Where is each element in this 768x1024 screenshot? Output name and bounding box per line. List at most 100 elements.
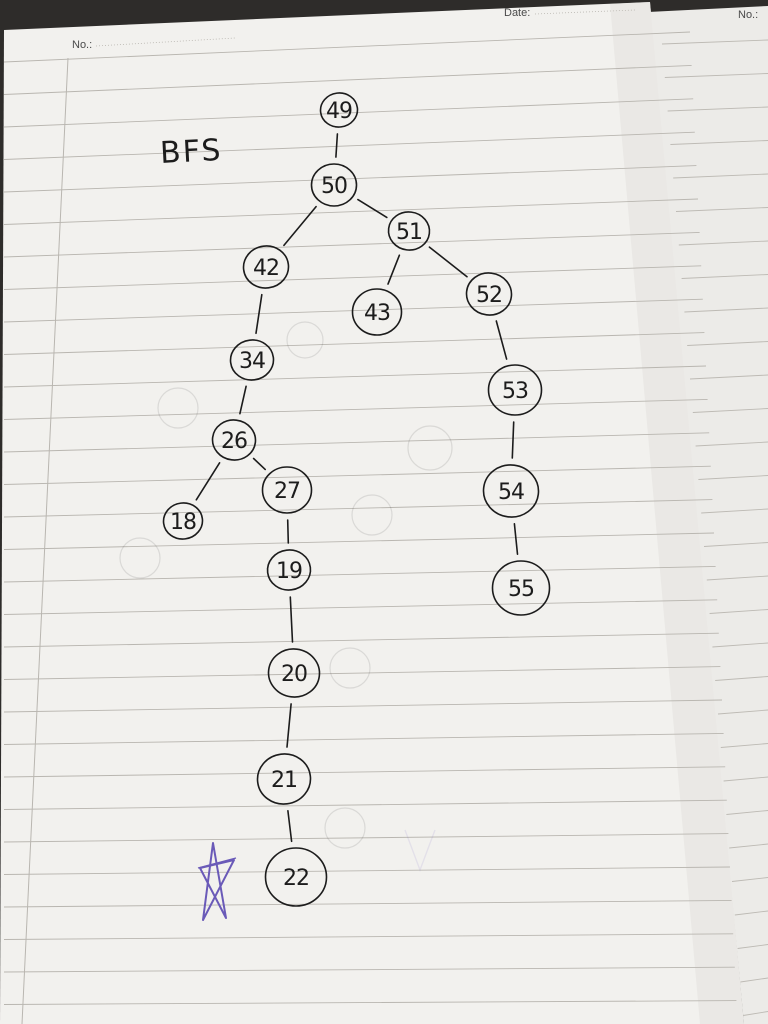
node-label: 34 bbox=[239, 349, 265, 374]
node-circle bbox=[351, 288, 403, 336]
node-circle bbox=[487, 364, 543, 416]
ruled-line bbox=[3, 632, 719, 648]
edge-27-19 bbox=[286, 519, 290, 544]
ruled-line bbox=[737, 944, 768, 949]
ruled-line bbox=[3, 165, 697, 193]
ruled-line bbox=[726, 810, 768, 815]
ruled-line bbox=[678, 240, 768, 246]
ruled-line bbox=[3, 365, 707, 388]
node-label: 18 bbox=[170, 510, 196, 535]
node-20: 20 bbox=[267, 648, 321, 698]
ruled-line bbox=[709, 609, 768, 614]
right-page-lines bbox=[661, 39, 768, 1016]
edge-50-42 bbox=[283, 205, 317, 247]
node-34: 34 bbox=[229, 339, 275, 381]
ruled-line bbox=[712, 642, 768, 648]
node-circle bbox=[256, 753, 312, 805]
ruled-line bbox=[3, 499, 713, 518]
node-circle bbox=[211, 419, 257, 461]
node-label: 50 bbox=[321, 174, 347, 199]
node-22: 22 bbox=[264, 847, 328, 907]
ruled-line bbox=[3, 799, 727, 810]
edge-21-22 bbox=[287, 809, 293, 843]
edge-34-26 bbox=[239, 385, 247, 415]
ruled-line bbox=[3, 64, 692, 95]
ruled-line bbox=[3, 899, 732, 908]
node-50: 50 bbox=[310, 163, 358, 207]
ruled-line bbox=[3, 866, 731, 875]
ruled-line bbox=[720, 743, 768, 748]
node-circle bbox=[261, 466, 313, 514]
ruled-line bbox=[3, 732, 724, 745]
node-label: 43 bbox=[364, 301, 390, 326]
ruled-line bbox=[664, 73, 768, 78]
node-55: 55 bbox=[491, 560, 551, 616]
node-label: 42 bbox=[253, 256, 279, 281]
ruled-line bbox=[661, 39, 768, 45]
ruled-line bbox=[3, 699, 723, 713]
ruled-line bbox=[3, 666, 721, 680]
node-label: 22 bbox=[283, 866, 309, 891]
gutter-shadow bbox=[610, 2, 744, 1024]
node-42: 42 bbox=[242, 245, 290, 289]
ruled-line bbox=[717, 709, 768, 715]
node-52: 52 bbox=[465, 272, 513, 316]
ruled-line bbox=[731, 877, 768, 882]
ruled-line bbox=[698, 475, 768, 480]
margin-line bbox=[21, 57, 69, 1024]
ruled-line bbox=[734, 910, 768, 916]
node-27: 27 bbox=[261, 466, 313, 514]
left-no-label: No.: bbox=[72, 39, 92, 51]
node-circle bbox=[482, 464, 540, 518]
ruled-line bbox=[3, 933, 734, 940]
ruled-line bbox=[715, 676, 768, 681]
node-26: 26 bbox=[211, 419, 257, 461]
node-label: 19 bbox=[276, 559, 302, 584]
ruled-line bbox=[692, 408, 768, 413]
node-circle bbox=[465, 272, 513, 316]
node-19: 19 bbox=[266, 549, 312, 591]
ruled-line bbox=[3, 31, 691, 63]
node-circle bbox=[267, 648, 321, 698]
edge-26-27 bbox=[252, 457, 267, 471]
ruled-line bbox=[3, 98, 694, 128]
ruled-line bbox=[3, 1000, 737, 1005]
ruled-line bbox=[673, 173, 768, 179]
ruled-line bbox=[3, 833, 729, 843]
ruled-line bbox=[3, 131, 695, 160]
edges bbox=[195, 133, 519, 843]
ruled-line bbox=[729, 843, 768, 849]
node-label: 51 bbox=[396, 220, 422, 245]
edge-52-53 bbox=[495, 320, 508, 360]
node-label: 26 bbox=[221, 429, 247, 454]
ruled-line bbox=[703, 542, 768, 547]
show-through-marks bbox=[119, 321, 453, 872]
node-54: 54 bbox=[482, 464, 540, 518]
right-page bbox=[648, 6, 768, 1024]
edge-53-54 bbox=[511, 421, 515, 459]
edge-50-51 bbox=[357, 198, 388, 219]
ruled-line bbox=[689, 374, 768, 380]
node-label: 53 bbox=[502, 379, 528, 404]
node-circle bbox=[319, 92, 359, 128]
ruled-line bbox=[740, 977, 768, 983]
ruled-line bbox=[3, 565, 716, 583]
ruled-line bbox=[3, 198, 699, 225]
ruled-line bbox=[667, 106, 768, 112]
node-circle bbox=[310, 163, 358, 207]
ruled-line bbox=[670, 140, 768, 145]
node-circle bbox=[229, 339, 275, 381]
ruled-lines bbox=[3, 31, 737, 1005]
edge-51-52 bbox=[428, 246, 468, 278]
node-circle bbox=[242, 245, 290, 289]
edge-49-50 bbox=[335, 133, 339, 158]
node-label: 52 bbox=[476, 283, 502, 308]
ruled-line bbox=[3, 265, 702, 290]
left-no-line bbox=[95, 37, 236, 47]
right-no-label: No.: bbox=[738, 9, 758, 21]
ruled-line bbox=[3, 966, 735, 973]
node-label: 21 bbox=[271, 768, 297, 793]
node-label: 49 bbox=[326, 99, 352, 124]
ruled-line bbox=[695, 441, 768, 447]
